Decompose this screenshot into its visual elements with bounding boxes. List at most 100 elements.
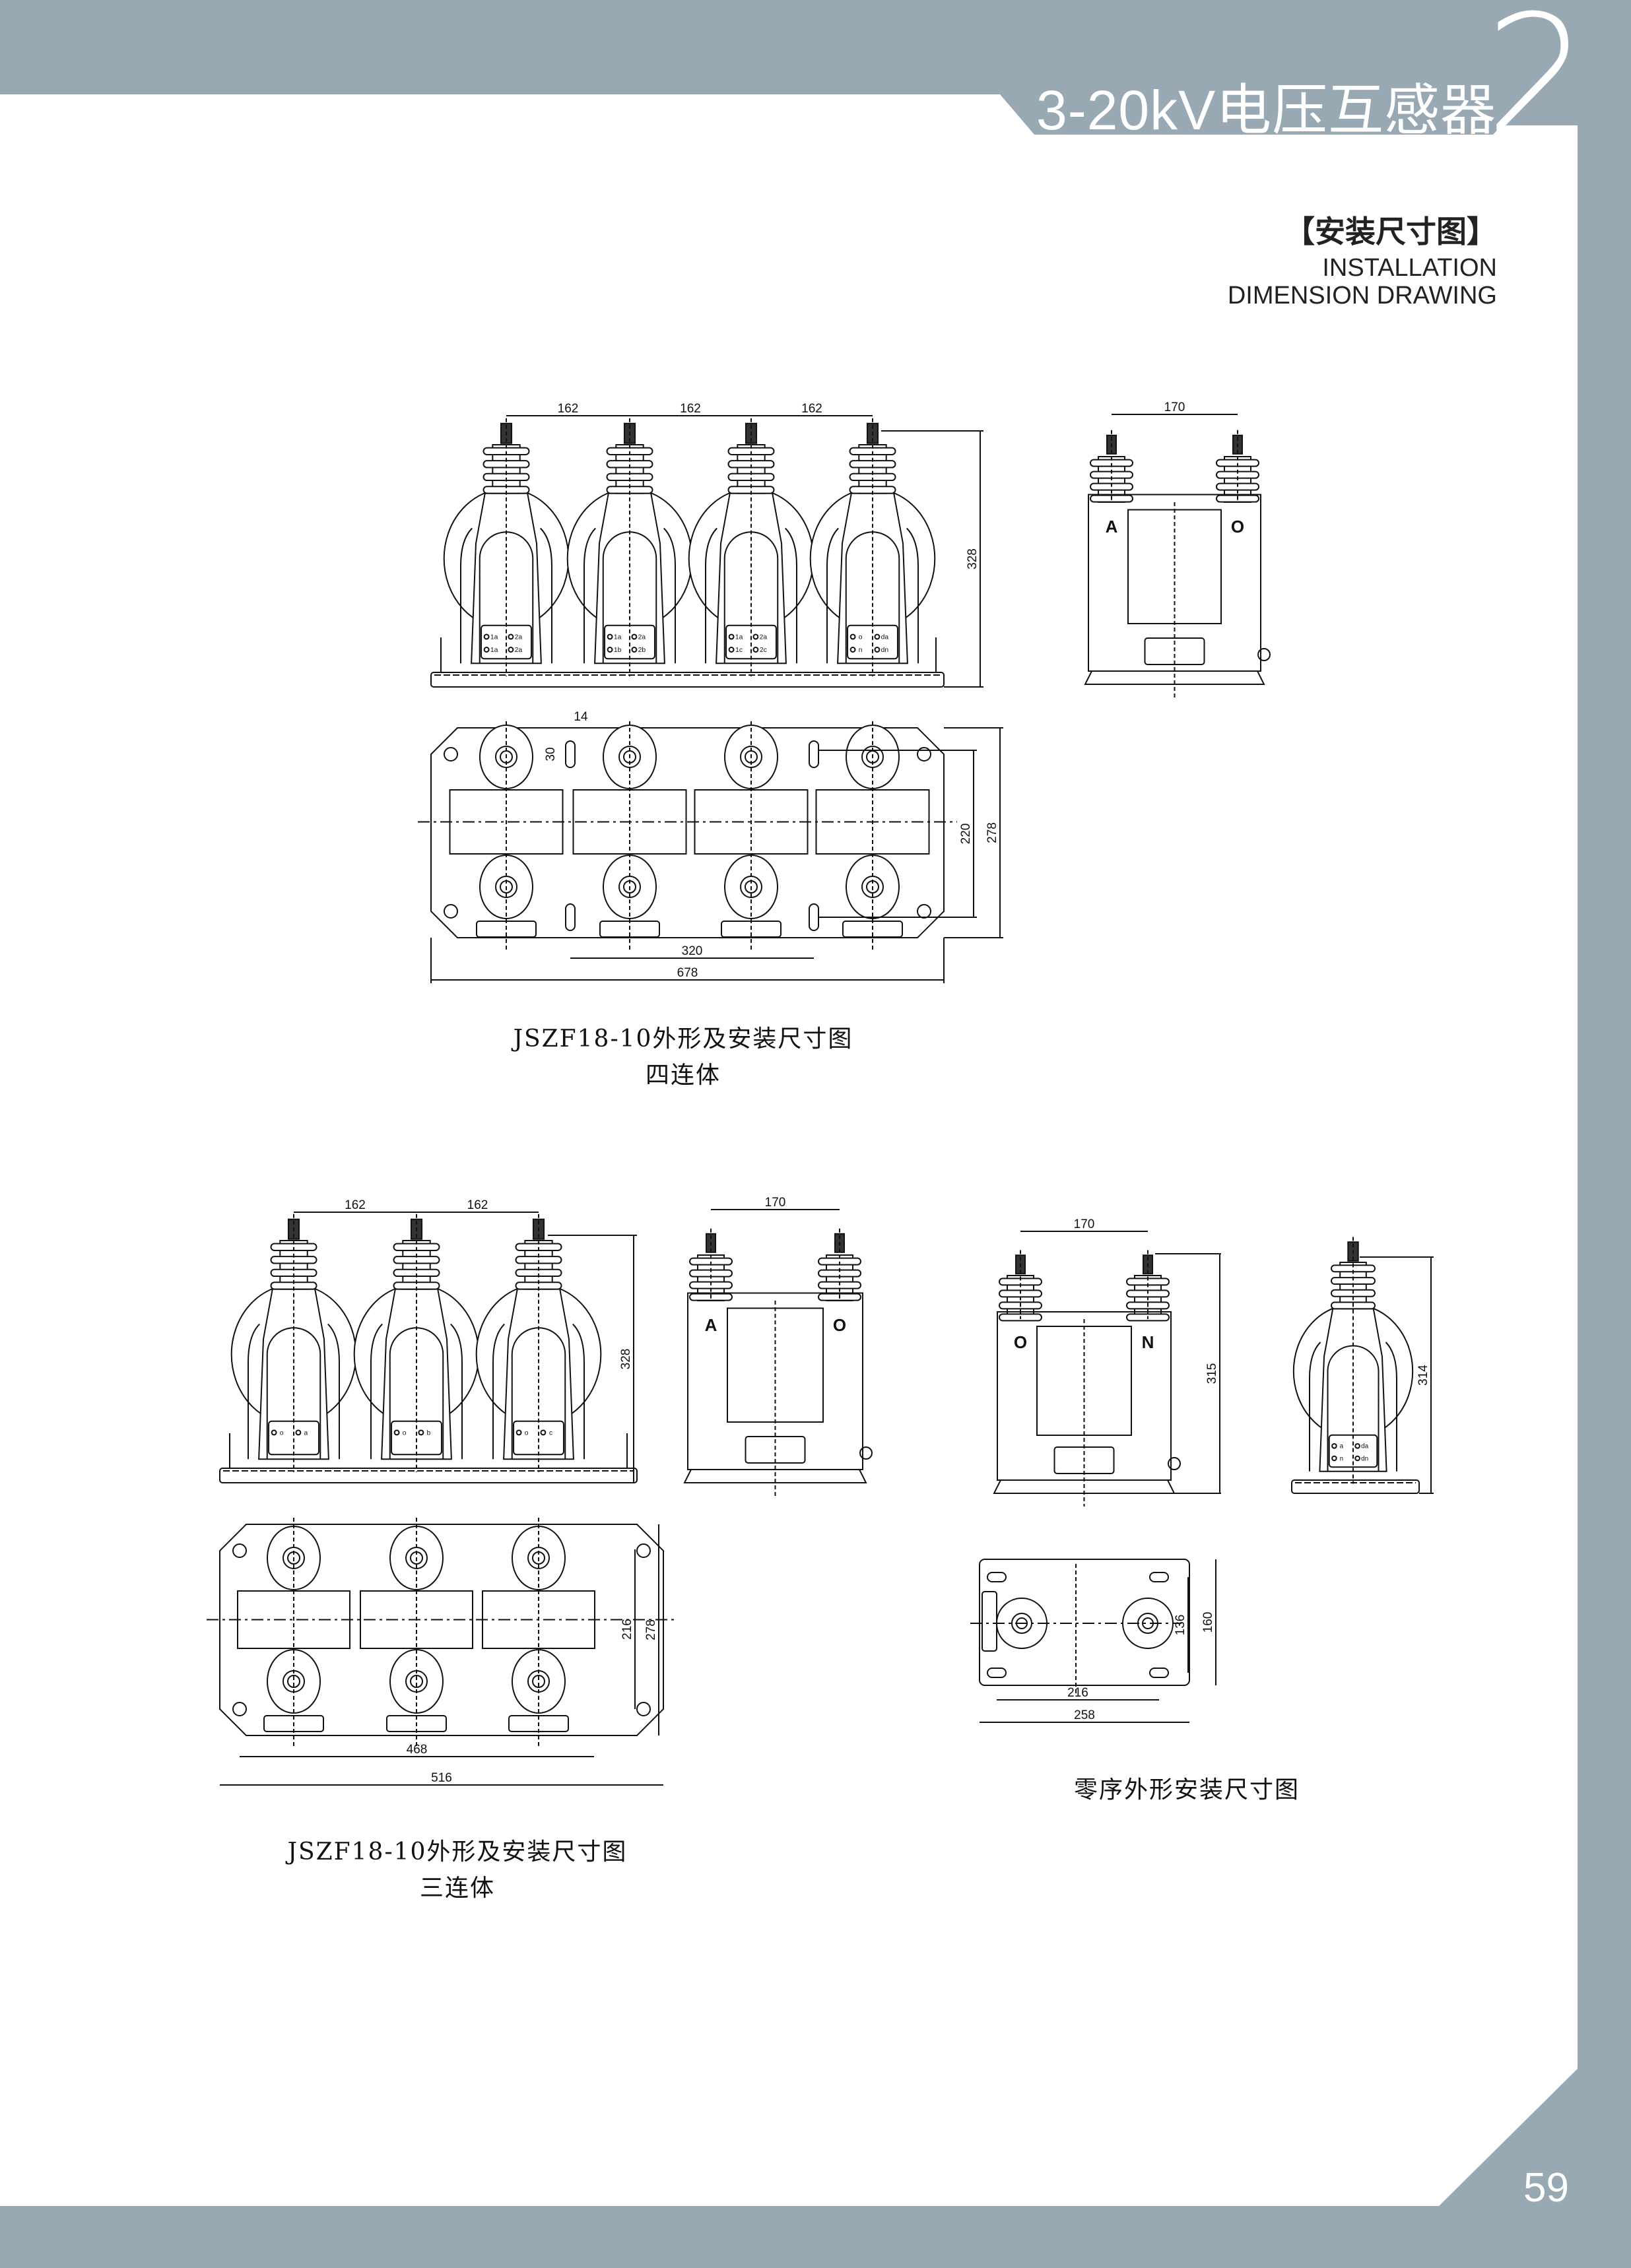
- terminal-screw-icon: [508, 635, 513, 639]
- terminal-stud-icon: [533, 1675, 545, 1687]
- hole-span-dimension: 468: [407, 1743, 428, 1757]
- mounting-hole-icon: [233, 1702, 246, 1716]
- base-plate: [220, 1468, 637, 1483]
- mounting-hole-icon: [637, 1702, 650, 1716]
- terminal-label: 2a: [760, 633, 768, 641]
- mounting-slot: [566, 904, 575, 930]
- terminal-screw-icon: [418, 1431, 423, 1435]
- terminal-label: 2b: [638, 647, 646, 654]
- terminal-screw-icon: [753, 635, 758, 639]
- terminal-label: o: [280, 1429, 284, 1437]
- three-unit-plan-view: [207, 1518, 677, 1749]
- phase-label: O: [1231, 517, 1244, 536]
- terminal-label: 1c: [735, 647, 743, 654]
- phase-label: O: [1014, 1332, 1027, 1352]
- terminal-label: o: [525, 1429, 529, 1437]
- terminal-label: a: [304, 1429, 308, 1437]
- terminal-label: dn: [881, 647, 889, 654]
- hole-span-dimension: 320: [682, 944, 703, 958]
- terminal-label: n: [1340, 1455, 1344, 1462]
- terminal-screw-icon: [851, 647, 855, 652]
- height-dimension: 328: [966, 548, 980, 569]
- terminal-label: n: [859, 647, 863, 654]
- nameplate: [746, 1437, 805, 1463]
- zero-sequence-caption: 零序外形安装尺寸图: [1073, 1776, 1300, 1803]
- terminal-screw-icon: [395, 1431, 399, 1435]
- terminal-label: dn: [1361, 1455, 1368, 1462]
- terminal-screw-icon: [484, 635, 489, 639]
- mounting-hole-icon: [917, 748, 931, 761]
- terminal-screw-icon: [608, 635, 613, 639]
- spacing-dimension: 162: [558, 402, 579, 416]
- mounting-hole-icon: [637, 1544, 650, 1557]
- phase-label: A: [705, 1315, 717, 1335]
- terminal-stud-icon: [411, 1675, 422, 1687]
- length-dimension: 258: [1074, 1708, 1095, 1722]
- outer-width-dimension: 278: [644, 1619, 658, 1640]
- width-dimension: 170: [765, 1196, 786, 1210]
- terminal-label: 2a: [515, 647, 523, 654]
- height-dimension: 314: [1416, 1365, 1430, 1386]
- terminal-label: 1a: [490, 647, 498, 654]
- terminal-screw-icon: [272, 1431, 277, 1435]
- phase-label: N: [1142, 1332, 1154, 1352]
- unit-housing: [695, 790, 808, 854]
- terminal-screw-icon: [1332, 1444, 1337, 1448]
- ground-terminal-icon: [860, 1447, 872, 1459]
- body-skirt: [1310, 1342, 1397, 1472]
- mounting-hole-icon: [233, 1544, 246, 1557]
- length-dimension: 516: [431, 1771, 452, 1785]
- terminal-label: 2a: [638, 633, 646, 641]
- terminal-screw-icon: [508, 647, 513, 652]
- terminal-screw-icon: [632, 647, 636, 652]
- chapter-number: 2: [1485, 0, 1591, 172]
- height-dimension: 328: [619, 1349, 633, 1370]
- terminal-screw-icon: [729, 635, 734, 639]
- height-dimension: 315: [1205, 1363, 1219, 1384]
- four-unit-caption: JSZF18-10外形及安装尺寸图: [513, 1025, 853, 1053]
- spacing-dimension: 162: [345, 1198, 366, 1212]
- unit-housing: [360, 1591, 473, 1648]
- unit-housing: [483, 1591, 595, 1648]
- terminal-label: 1a: [490, 633, 498, 641]
- unit-housing: [450, 790, 563, 854]
- mounting-slot: [987, 1572, 1006, 1582]
- spacing-dimension: 162: [467, 1198, 488, 1212]
- terminal-label: 1a: [735, 633, 743, 641]
- section-title-cn: 【安装尺寸图】: [1284, 214, 1497, 249]
- body-skirt: [371, 1324, 462, 1460]
- catalog-section-title: 3-20kV电压互感器: [1036, 79, 1497, 141]
- terminal-label: o: [859, 633, 863, 641]
- terminal-screw-icon: [1332, 1456, 1337, 1461]
- three-unit-caption: JSZF18-10外形及安装尺寸图: [287, 1838, 628, 1865]
- four-unit-plan-view: [418, 721, 957, 951]
- body-skirt: [584, 529, 675, 664]
- width-dimension: 170: [1074, 1217, 1095, 1231]
- unit-housing: [816, 790, 929, 854]
- page-number: 59: [1523, 2165, 1569, 2211]
- section-title-en-1: INSTALLATION: [1322, 254, 1497, 282]
- mounting-plate: [431, 728, 944, 938]
- terminal-screw-icon: [851, 635, 855, 639]
- terminal-screw-icon: [608, 647, 613, 652]
- spacing-dimension: 162: [680, 402, 701, 416]
- body-skirt: [248, 1324, 339, 1460]
- terminal-label: o: [403, 1429, 407, 1437]
- slot-height-dimension: 30: [544, 747, 558, 761]
- body-skirt: [461, 529, 552, 664]
- zero-sequence-plan-view: [970, 1559, 1189, 1696]
- core-block: [727, 1309, 823, 1423]
- terminal-screw-icon: [875, 647, 879, 652]
- ground-terminal-icon: [1168, 1458, 1180, 1470]
- nameplate: [1055, 1447, 1114, 1474]
